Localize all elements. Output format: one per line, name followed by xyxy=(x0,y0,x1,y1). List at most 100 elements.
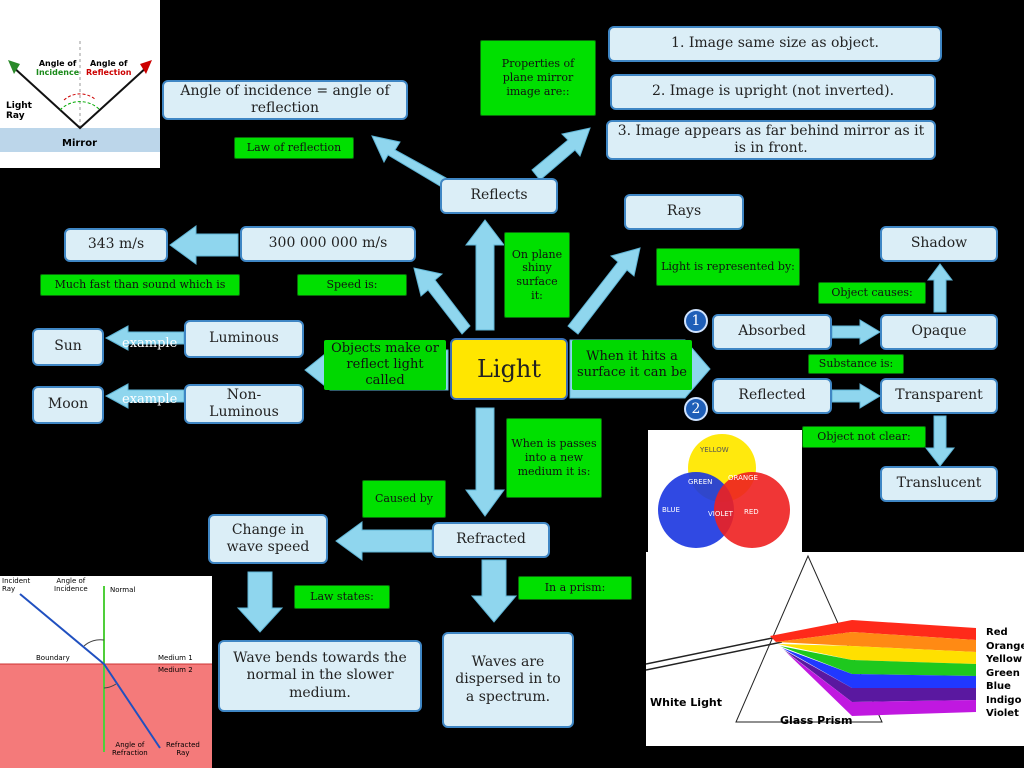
sun-node: Sun xyxy=(32,328,104,366)
opaque-node: Opaque xyxy=(880,314,998,350)
refr-angle-ref-2: Refraction xyxy=(112,748,148,757)
refr-medium1: Medium 1 xyxy=(158,654,193,662)
mirror-light-ray-1: Light xyxy=(6,101,32,111)
bends-node: Wave bends towards the normal in the slo… xyxy=(218,640,422,712)
spectrum-blue: Blue xyxy=(986,681,1011,692)
arrow-to-transparent xyxy=(831,383,881,409)
luminous-node: Luminous xyxy=(184,320,304,358)
mirror-figure-drawing xyxy=(0,40,160,152)
law-states-label: Law states: xyxy=(294,585,390,609)
rays-node: Rays xyxy=(624,194,744,230)
number-badge-1: 1 xyxy=(684,309,708,333)
refr-boundary: Boundary xyxy=(36,654,70,662)
arrow-to-sound xyxy=(169,225,239,265)
white-light-label: White Light xyxy=(650,696,723,709)
mirror-angle-reflection-2: Reflection xyxy=(86,67,132,77)
arrow-to-shadow xyxy=(927,263,953,313)
arrow-to-change-speed xyxy=(335,521,433,561)
change-speed-node: Change in wave speed xyxy=(208,514,328,564)
light-speed-node: 300 000 000 m/s xyxy=(240,226,416,262)
on-plane-label: On plane shiny surface it: xyxy=(504,232,570,318)
objects-make-label: Objects make or reflect light called xyxy=(324,340,446,390)
spectrum-indigo: Indigo xyxy=(986,694,1022,706)
refraction-figure-drawing xyxy=(0,586,212,768)
mirror-label: Mirror xyxy=(62,138,98,149)
refr-refracted-ray-1: Refracted xyxy=(166,741,200,749)
spectrum-green: Green xyxy=(986,667,1020,679)
arrow-down-refracted xyxy=(465,407,505,517)
property-3-node: 3. Image appears as far behind mirror as… xyxy=(606,120,936,160)
arrow-to-opaque xyxy=(831,319,881,345)
in-prism-label: In a prism: xyxy=(518,576,632,600)
shadow-node: Shadow xyxy=(880,226,998,262)
non-luminous-node: Non-Luminous xyxy=(184,384,304,424)
glass-prism-label: Glass Prism xyxy=(780,714,853,727)
when-passes-label: When is passes into a new medium it is: xyxy=(506,418,602,498)
color-mixing-figure: YELLOW GREEN ORANGE BLUE VIOLET RED xyxy=(648,430,802,552)
when-hits-label: When it hits a surface it can be xyxy=(572,340,692,390)
color-green: GREEN xyxy=(688,478,713,486)
prism-figure: White Light Glass Prism Red Orange Yello… xyxy=(646,552,1024,746)
mirror-angle-incidence-1: Angle of xyxy=(38,59,77,68)
refr-normal: Normal xyxy=(110,586,136,594)
color-yellow: YELLOW xyxy=(700,446,729,454)
spectrum-list: Red Orange Yellow Green Blue Indigo Viol… xyxy=(986,626,1024,721)
transparent-node: Transparent xyxy=(880,378,998,414)
refraction-figure: Incident Ray Angle of Incidence Normal B… xyxy=(0,576,212,768)
speed-is-label: Speed is: xyxy=(297,274,407,296)
color-orange: ORANGE xyxy=(728,474,758,482)
spectrum-red: Red xyxy=(986,627,1008,638)
spectrum-violet: Violet xyxy=(986,708,1019,719)
refr-angle-inc-1: Angle of xyxy=(56,577,86,585)
reflects-node: Reflects xyxy=(440,178,558,214)
color-red: RED xyxy=(744,508,759,516)
mirror-light-ray-2: Ray xyxy=(6,110,25,121)
refr-incident-ray-1: Incident xyxy=(2,577,31,585)
caused-by-label: Caused by xyxy=(362,480,446,518)
object-not-clear-label: Object not clear: xyxy=(802,426,926,448)
law-of-reflection-label: Law of reflection xyxy=(234,137,354,159)
spectrum-yellow: Yellow xyxy=(986,654,1023,665)
color-circles xyxy=(658,434,790,548)
arrow-to-bends xyxy=(236,571,284,633)
angle-statement-node: Angle of incidence = angle of reflection xyxy=(162,80,408,120)
arrow-to-translucent xyxy=(924,415,956,467)
object-causes-label: Object causes: xyxy=(818,282,926,304)
arrow-to-sun xyxy=(104,325,185,351)
arrow-to-moon xyxy=(104,383,185,409)
color-violet: VIOLET xyxy=(708,510,733,518)
number-badge-2: 2 xyxy=(684,397,708,421)
refr-angle-ref-1: Angle of xyxy=(115,741,145,749)
color-blue: BLUE xyxy=(662,506,680,514)
faster-label: Much fast than sound which is xyxy=(40,274,240,296)
arrow-up-reflects xyxy=(464,219,506,331)
substance-is-label: Substance is: xyxy=(808,354,904,374)
example-label-2: example xyxy=(122,392,178,407)
sound-speed-node: 343 m/s xyxy=(64,228,168,262)
dispersed-node: Waves are dispersed in to a spectrum. xyxy=(442,632,574,728)
arrow-to-law xyxy=(371,135,447,187)
property-2-node: 2. Image is upright (not inverted). xyxy=(610,74,936,110)
center-light: Light xyxy=(450,338,568,400)
arrow-to-dispersed xyxy=(470,559,518,623)
refracted-node: Refracted xyxy=(432,522,550,558)
represented-label: Light is represented by: xyxy=(656,248,800,286)
refr-refracted-ray-2: Ray xyxy=(176,748,190,757)
arrow-to-rays xyxy=(567,247,641,335)
absorbed-node: Absorbed xyxy=(712,314,832,350)
arrow-to-properties xyxy=(531,127,591,181)
property-1-node: 1. Image same size as object. xyxy=(608,26,942,62)
mirror-angle-reflection-1: Angle of xyxy=(89,59,128,68)
moon-node: Moon xyxy=(32,386,104,424)
refr-angle-inc-2: Incidence xyxy=(54,584,88,593)
arrow-to-speed xyxy=(413,267,471,335)
example-label-1: example xyxy=(122,336,178,351)
reflected-node: Reflected xyxy=(712,378,832,414)
properties-label: Properties of plane mirror image are:: xyxy=(480,40,596,116)
refr-medium2: Medium 2 xyxy=(158,666,193,674)
mirror-angle-incidence-2: Incidence xyxy=(36,67,80,77)
spectrum-orange: Orange xyxy=(986,640,1024,652)
prism-drawing xyxy=(646,554,976,723)
translucent-node: Translucent xyxy=(880,466,998,502)
refr-incident-ray-2: Ray xyxy=(2,584,16,593)
